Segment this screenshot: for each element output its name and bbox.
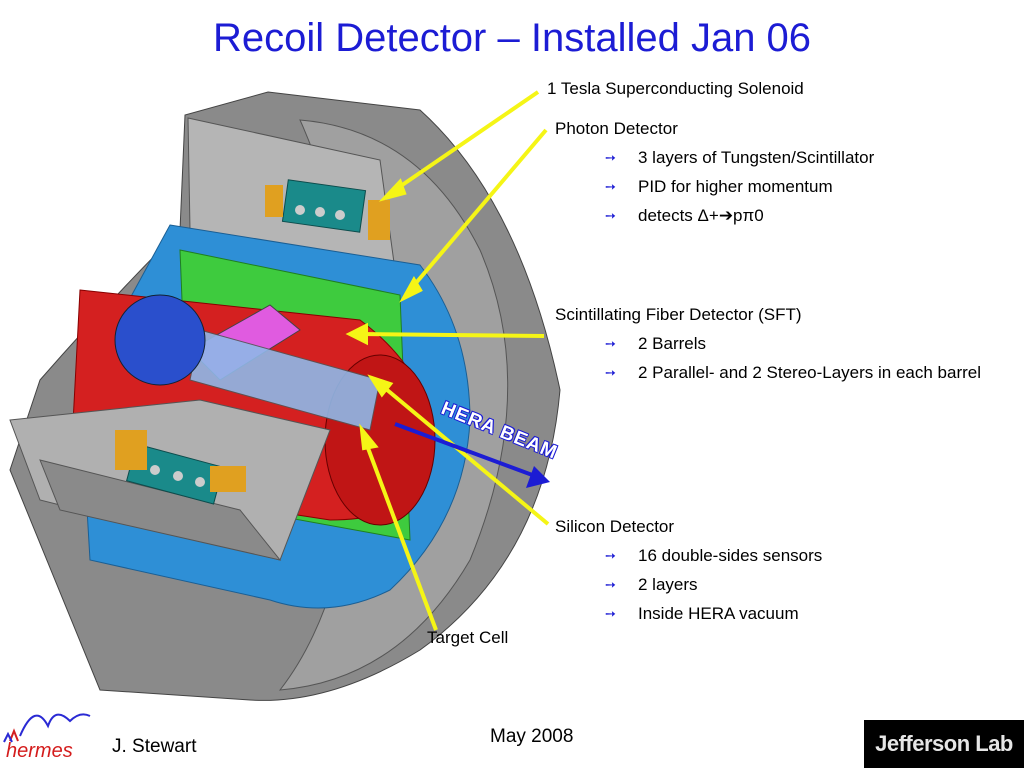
jefferson-lab-logo: Jefferson Lab [864, 720, 1024, 768]
hermes-logo-text: hermes [6, 740, 73, 762]
photon-detector-section: Photon Detector ➙3 layers of Tungsten/Sc… [555, 118, 874, 234]
footer-author: J. Stewart [112, 736, 197, 757]
silicon-detector-section: Silicon Detector ➙16 double-sides sensor… [555, 516, 822, 632]
section-heading: Photon Detector [555, 119, 678, 138]
slide-title: Recoil Detector – Installed Jan 06 [212, 16, 812, 60]
arrow-bullet-icon: ➙ [605, 336, 616, 351]
photon-plate-top [281, 179, 367, 233]
arrow-bullet-icon: ➙ [605, 179, 616, 194]
section-heading: Silicon Detector [555, 517, 675, 536]
beam-line [394, 422, 536, 478]
list-item: ➙3 layers of Tungsten/Scintillator [605, 148, 875, 167]
list-item: ➙detects Δ+➔pπ0 [605, 206, 764, 225]
list-item: ➙2 Barrels [605, 334, 707, 353]
arrow-bullet-icon: ➙ [605, 548, 616, 563]
list-item: ➙2 layers [605, 575, 698, 594]
target-cell-callout: Target Cell [427, 628, 509, 647]
arrow-bullet-icon: ➙ [605, 606, 616, 621]
list-item: ➙Inside HERA vacuum [605, 604, 799, 623]
hermes-logo [3, 713, 91, 743]
arrow-bullet-icon: ➙ [605, 150, 616, 165]
arrow-right-icon [526, 466, 550, 488]
arrow-bullet-icon: ➙ [605, 577, 616, 592]
section-heading: Scintillating Fiber Detector (SFT) [555, 305, 802, 324]
list-item: ➙PID for higher momentum [605, 177, 833, 196]
target-chamber [114, 294, 206, 386]
arrow-bullet-icon: ➙ [605, 208, 616, 223]
arrow-bullet-icon: ➙ [605, 365, 616, 380]
solenoid-callout: 1 Tesla Superconducting Solenoid [547, 79, 804, 98]
callout-pointers [345, 90, 550, 631]
fiber-detector-section: Scintillating Fiber Detector (SFT) ➙2 Ba… [555, 304, 995, 391]
footer-date: May 2008 [490, 726, 574, 747]
list-item: ➙2 Parallel- and 2 Stereo-Layers in each… [605, 363, 982, 382]
list-item: ➙16 double-sides sensors [605, 546, 823, 565]
